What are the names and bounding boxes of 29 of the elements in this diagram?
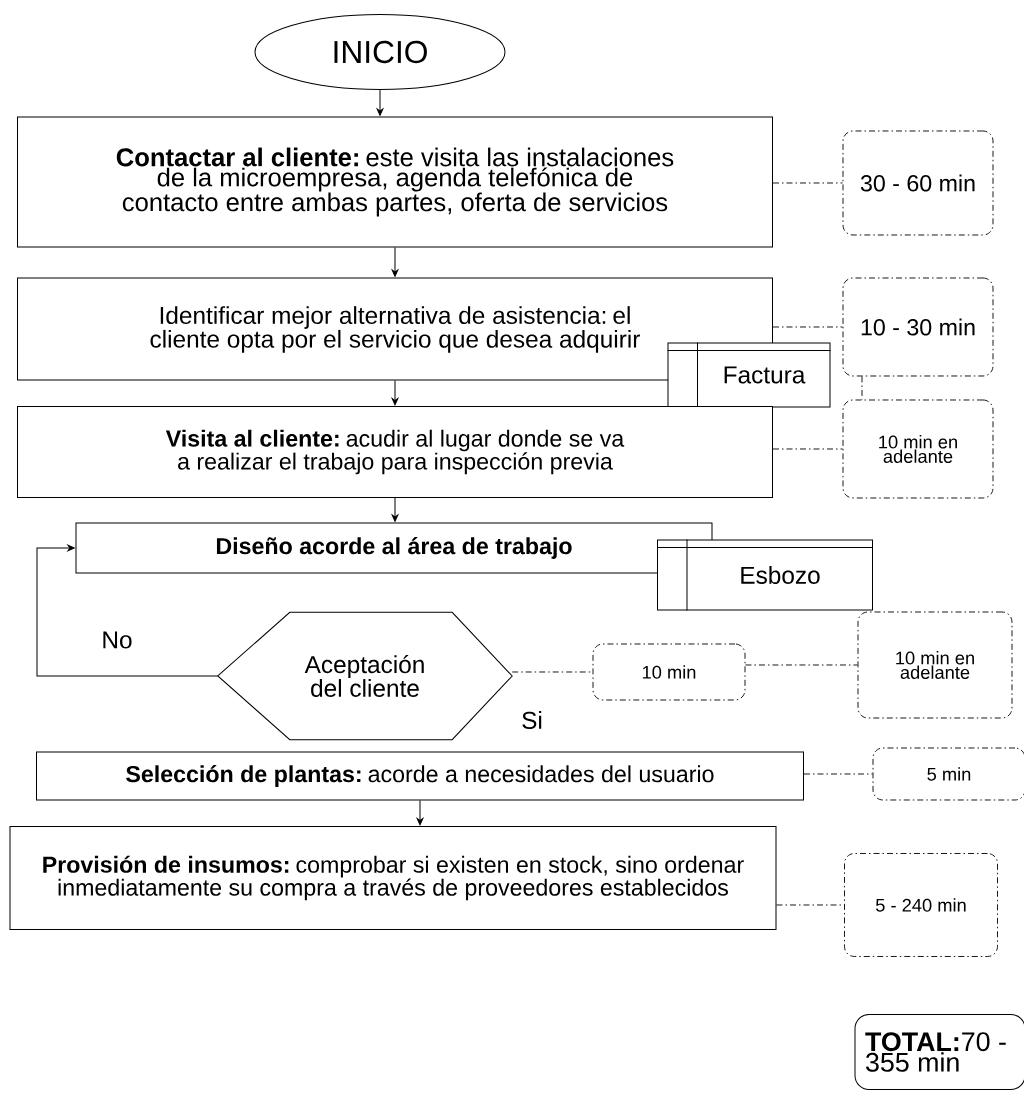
duration-box: 10 - 30 min — [842, 277, 994, 377]
connector-line — [772, 448, 843, 450]
total-box: TOTAL:70 - 355 min — [854, 1014, 1024, 1090]
process-box: Contactar al cliente: este visita las instalaciones de la microempresa, agenda telefónica de contacto entre ambas partes, oferta de servicios — [17, 116, 773, 248]
duration-box: 5 min — [872, 747, 1024, 801]
connector-line — [772, 326, 843, 328]
duration-box: 10 min — [592, 643, 746, 701]
arrow — [416, 800, 424, 826]
arrow — [36, 544, 219, 677]
arrow — [391, 380, 399, 406]
duration-box: 30 - 60 min — [842, 130, 994, 236]
process-box: Selección de plantas: acorde a necesidades del usuario — [36, 751, 804, 801]
edge-label: No — [100, 630, 134, 650]
arrow — [391, 247, 399, 277]
duration-box: 10 min en adelante — [842, 399, 994, 499]
document-box: Esbozo — [656, 539, 874, 611]
arrow — [376, 89, 384, 116]
connector-line — [861, 376, 863, 400]
process-box: Provisión de insumos: comprobar si existen en stock, sino ordenar inmediatamente su compra a través de proveedores establecidos — [9, 826, 777, 930]
duration-box: 10 min en adelante — [857, 611, 1013, 719]
connector-line — [745, 664, 858, 666]
decision-hexagon: Aceptación del cliente — [217, 611, 513, 741]
duration-box: 5 - 240 min — [844, 853, 998, 957]
connector-line — [511, 671, 593, 673]
arrow — [391, 497, 399, 522]
connector-line — [772, 182, 843, 184]
connector-line — [803, 773, 873, 775]
document-box: Factura — [667, 342, 831, 408]
branch-label: Si — [522, 711, 542, 729]
